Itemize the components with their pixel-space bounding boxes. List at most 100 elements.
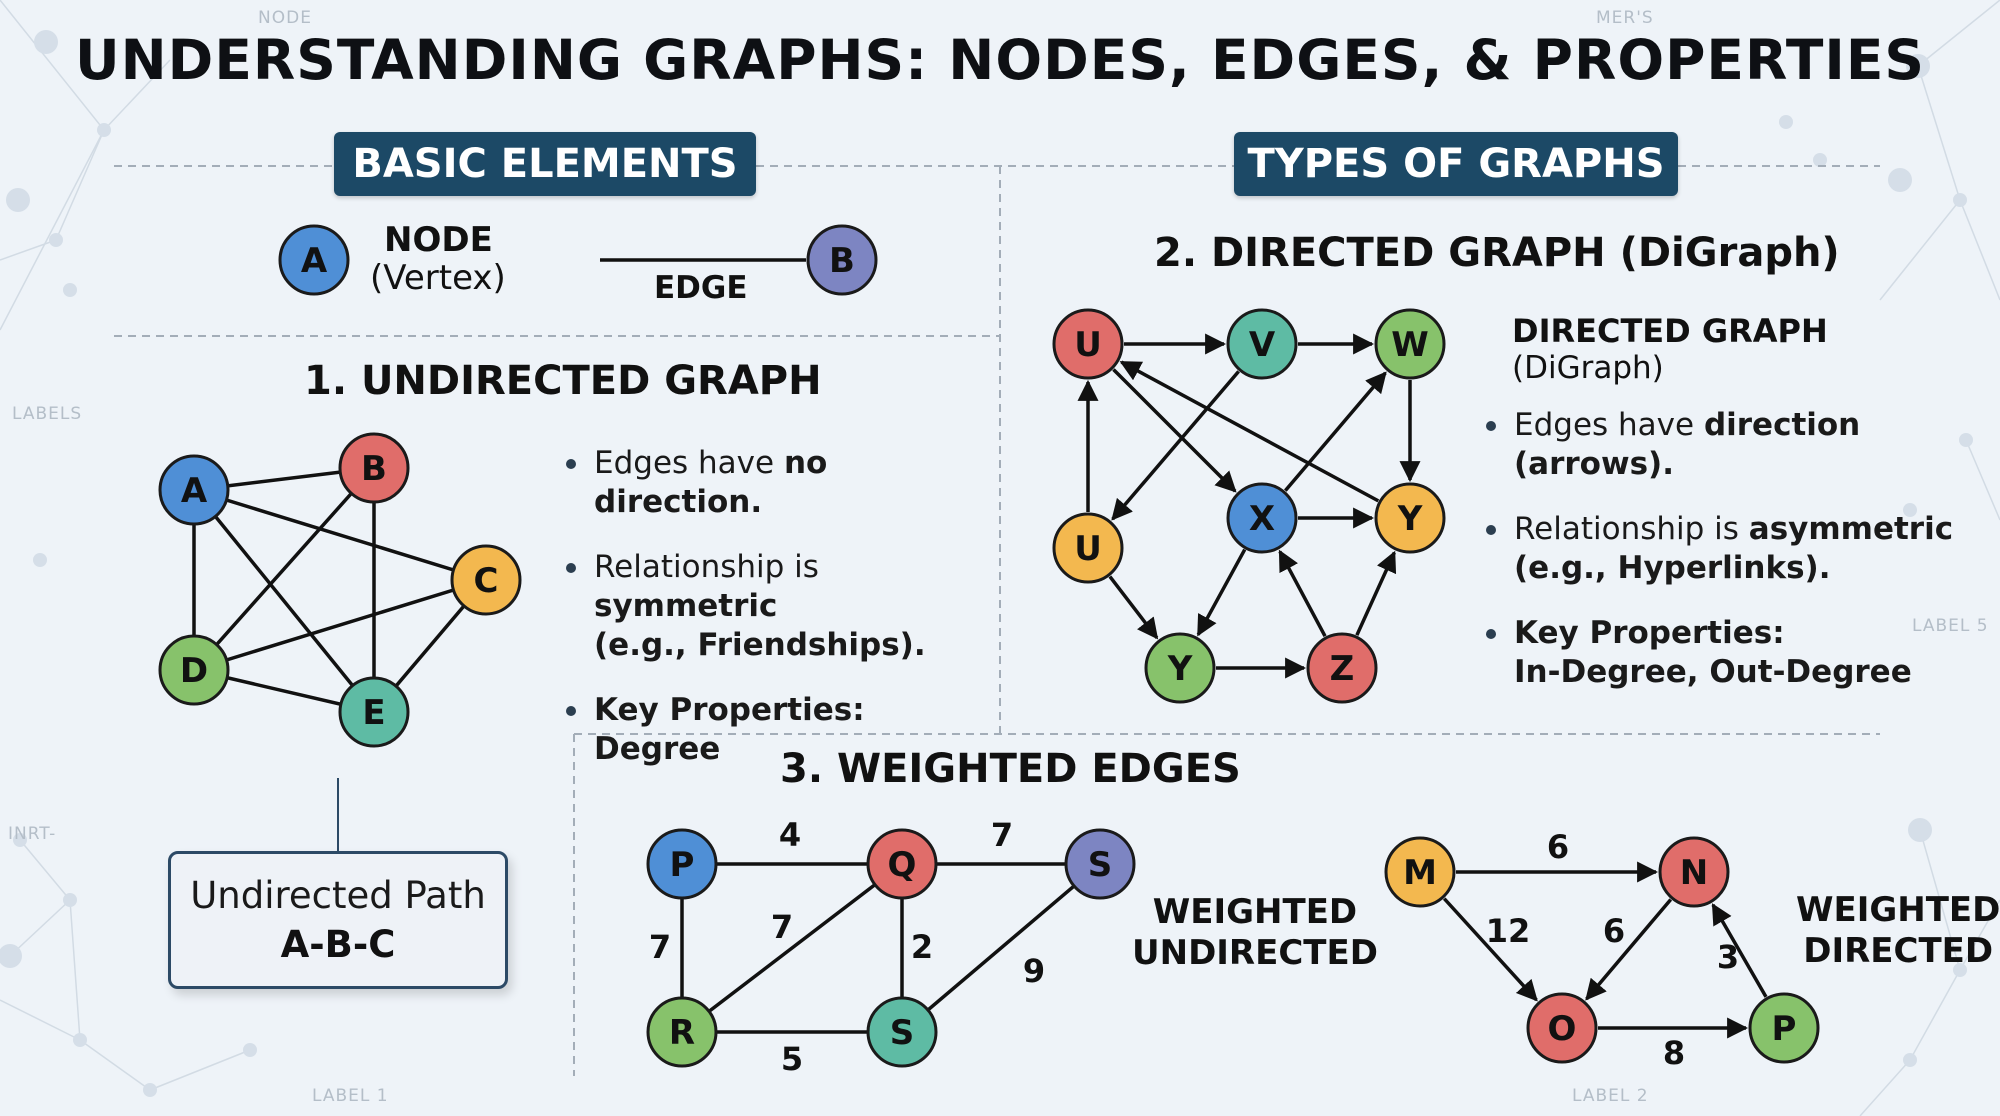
bg-line (1859, 1059, 1911, 1116)
edge-weight-label: 7 (991, 816, 1013, 854)
directed-bullet-2: Relationship is asymmetric(e.g., Hyperli… (1486, 510, 1966, 588)
node-circle (1526, 992, 1598, 1064)
edge-weight-label: 7 (649, 928, 671, 966)
node-label: B (361, 449, 387, 489)
bullet-bold: direction (1703, 407, 1861, 443)
bg-line (1909, 969, 1961, 1061)
directed-edge (1278, 549, 1327, 638)
node-circle (1374, 308, 1446, 380)
directed-edge (1355, 550, 1397, 636)
bg-dot (1903, 503, 1917, 517)
weighted-directed-node-p2: P (1748, 992, 1820, 1064)
weighted-directed-node-o: O (1526, 992, 1598, 1064)
undirected-edge (193, 488, 487, 582)
bg-dot (13, 833, 27, 847)
bg-dot (6, 188, 30, 212)
undirected-bullet-3: Key Properties:Degree (566, 691, 1006, 769)
weighted-heading: 3. WEIGHTED EDGES (780, 746, 1241, 792)
undirected-node-c: C (450, 544, 522, 616)
edge-weight-label: 5 (781, 1040, 803, 1078)
node-label: Z (1330, 649, 1355, 689)
node-circle (450, 544, 522, 616)
directed-heading: 2. DIRECTED GRAPH (DiGraph) (1154, 230, 1840, 276)
edge-weight-label: 9 (1023, 952, 1045, 990)
weighted-undirected-label: WEIGHTED UNDIRECTED (1132, 892, 1378, 974)
directed-node-z: Z (1306, 632, 1378, 704)
bg-dot (1906, 54, 1930, 78)
directed-edge (1111, 370, 1240, 521)
node-label: N (1680, 853, 1708, 893)
node-label: U (1074, 529, 1102, 569)
node-circle (646, 828, 718, 900)
directed-node-u2: U (1052, 512, 1124, 584)
node-circle (278, 224, 350, 296)
node-label: Y (1397, 499, 1423, 539)
directed-edge (1119, 360, 1380, 503)
bg-line (1959, 899, 2000, 971)
node-label: V (1249, 325, 1276, 365)
node-label: P (1772, 1009, 1797, 1049)
node-circle (866, 828, 938, 900)
node-sample-b: B (806, 224, 878, 296)
node-label: NODE (384, 220, 493, 260)
node-circle (158, 634, 230, 706)
node-label: U (1074, 325, 1102, 365)
bg-label-mers: MER'S (1596, 8, 1654, 28)
bg-line (0, 239, 57, 261)
bg-label-inrt: INRT- (8, 824, 57, 844)
node-circle (1144, 632, 1216, 704)
undirected-node-a: A (158, 454, 230, 526)
node-label: D (180, 651, 208, 691)
bullet-bold-line2: (e.g., Hyperlinks). (1514, 550, 1831, 586)
bullet-text: Edges have (1514, 407, 1704, 443)
bg-label-labels: LABELS (12, 404, 83, 424)
bullet-bold-line2: (arrows). (1514, 446, 1674, 482)
bg-line (0, 999, 81, 1041)
directed-bullet-3: Key Properties:In-Degree, Out-Degree (1486, 614, 1966, 692)
node-circle (1064, 828, 1136, 900)
weighted-node-s2: S (866, 996, 938, 1068)
directed-node-v: V (1226, 308, 1298, 380)
bg-line (1879, 199, 1961, 301)
edge-weight-label: 8 (1663, 1034, 1685, 1072)
node-label: Q (888, 845, 917, 885)
bullet-text: Relationship is (1514, 511, 1749, 547)
node-label: O (1548, 1009, 1577, 1049)
undirected-heading: 1. UNDIRECTED GRAPH (304, 358, 822, 404)
node-label: E (362, 693, 385, 733)
bullet-bold: no direction. (594, 445, 828, 520)
undirected-edge (192, 466, 376, 672)
bg-dot (1953, 193, 1967, 207)
node-label: R (669, 1013, 695, 1053)
edge-weight-label: 3 (1717, 938, 1739, 976)
bg-line (1965, 439, 2000, 521)
node-circle (1052, 512, 1124, 584)
bg-dot (73, 1033, 87, 1047)
edge-weight-label: 12 (1486, 912, 1531, 950)
directed-edge (1283, 371, 1387, 492)
node-circle (1306, 632, 1378, 704)
bg-line (0, 129, 105, 331)
node-label: A (181, 471, 208, 511)
directed-node-u1: U (1052, 308, 1124, 380)
weighted-node-r: R (646, 996, 718, 1068)
undirected-node-e: E (338, 676, 410, 748)
node-label: M (1403, 853, 1437, 893)
node-circle (338, 676, 410, 748)
bg-dot (243, 1043, 257, 1057)
undirected-edge (193, 578, 487, 672)
bg-line (1959, 199, 2000, 301)
weighted-undirected-line1: WEIGHTED (1152, 892, 1358, 932)
bg-dot (33, 553, 47, 567)
node-circle (866, 996, 938, 1068)
undirected-edge (192, 488, 376, 714)
directed-side-sub: (DiGraph) (1512, 350, 1664, 386)
undirected-path-box: Undirected Path A-B-C (168, 851, 508, 989)
bg-dot (1959, 433, 1973, 447)
bg-label-label5: LABEL 5 (1912, 616, 1989, 636)
bullet-bold: Key Properties: (594, 692, 865, 728)
bullet-bold: asymmetric (1748, 511, 1954, 547)
edge-weight-label: 4 (779, 816, 801, 854)
directed-side-title: DIRECTED GRAPH (1512, 312, 1828, 350)
weighted-undirected-line2: UNDIRECTED (1132, 933, 1378, 973)
